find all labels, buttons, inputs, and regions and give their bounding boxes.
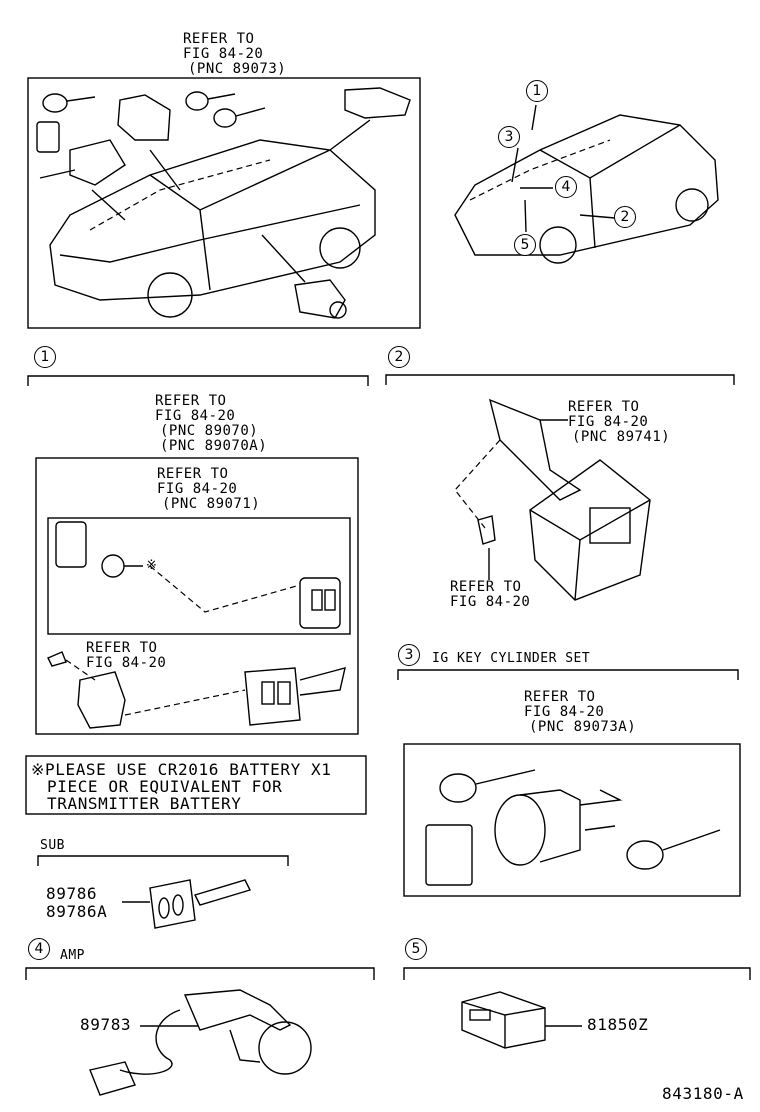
section2-bracket (385, 374, 735, 385)
s1-inner-ref-line1: REFER TO (157, 466, 229, 482)
section4-bracket (25, 967, 375, 980)
section2-number: 2 (388, 346, 410, 368)
relay-drawing (461, 991, 582, 1049)
topleft-ref-line3: (PNC 89073) (188, 61, 287, 77)
s1-screw-ref-line1: REFER TO (86, 640, 158, 656)
relay-part-number: 81850Z (587, 1015, 649, 1034)
s2-ref1-line3: (PNC 89741) (572, 429, 671, 445)
s1-inner-ref-line3: (PNC 89071) (162, 496, 261, 512)
key-overview-frame (27, 77, 421, 329)
section1-number: 1 (34, 346, 56, 368)
s1-outer-ref-line3: (PNC 89070) (160, 423, 259, 439)
car-illustration-locator (454, 104, 719, 264)
sub-key-drawing (122, 879, 251, 929)
s3-ref-line2: FIG 84-20 (524, 704, 605, 720)
sub-bracket (37, 855, 289, 866)
ig-key-frame (403, 743, 741, 897)
s2-ref1-line2: FIG 84-20 (568, 414, 649, 430)
car-illustration-main (49, 139, 376, 318)
battery-note-line3: TRANSMITTER BATTERY (47, 794, 242, 813)
ig-key-cylinder-drawing (425, 769, 721, 886)
section1-bracket (27, 375, 369, 386)
section3-title: IG KEY CYLINDER SET (432, 651, 591, 666)
amp-part-number: 89783 (80, 1015, 132, 1034)
section3-bracket (397, 669, 739, 680)
s2-ref2-line2: FIG 84-20 (450, 594, 531, 610)
section5-number: 5 (405, 938, 427, 960)
s1-outer-ref-line4: (PNC 89070A) (160, 438, 268, 454)
transmitter-parts (47, 521, 346, 729)
battery-note-line1: ※PLEASE USE CR2016 BATTERY X1 (31, 760, 332, 779)
topleft-ref-line1: REFER TO (183, 31, 255, 47)
s1-inner-ref-line2: FIG 84-20 (157, 481, 238, 497)
section4-title: AMP (60, 948, 85, 963)
computer-unit-drawing (454, 398, 651, 601)
figure-code: 843180-A (662, 1084, 744, 1103)
s2-ref2-line1: REFER TO (450, 579, 522, 595)
s2-ref1-line1: REFER TO (568, 399, 640, 415)
section3-number: 3 (398, 644, 420, 666)
topleft-ref-line2: FIG 84-20 (183, 46, 264, 62)
section5-bracket (403, 967, 751, 980)
sub-part-number-2: 89786A (46, 902, 108, 921)
key-set-parts-topleft (36, 87, 411, 319)
sub-part-number-1: 89786 (46, 884, 98, 903)
battery-note-frame (25, 755, 367, 815)
battery-note-mark: ※ (146, 558, 158, 573)
transmitter-frame (35, 457, 359, 735)
locator-callout-5: 5 (514, 234, 536, 256)
transmitter-case-frame (47, 517, 351, 635)
locator-callout-1: 1 (526, 80, 548, 102)
s3-ref-line3: (PNC 89073A) (529, 719, 637, 735)
s3-ref-line1: REFER TO (524, 689, 596, 705)
locator-callout-2: 2 (614, 206, 636, 228)
locator-callout-4: 4 (555, 176, 577, 198)
s1-outer-ref-line1: REFER TO (155, 393, 227, 409)
section4-number: 4 (28, 938, 50, 960)
s1-outer-ref-line2: FIG 84-20 (155, 408, 236, 424)
battery-note-line2: PIECE OR EQUIVALENT FOR (47, 777, 283, 796)
locator-callout-3: 3 (498, 126, 520, 148)
sub-label: SUB (40, 838, 65, 853)
amp-drawing (89, 989, 312, 1096)
s1-screw-ref-line2: FIG 84-20 (86, 655, 167, 671)
